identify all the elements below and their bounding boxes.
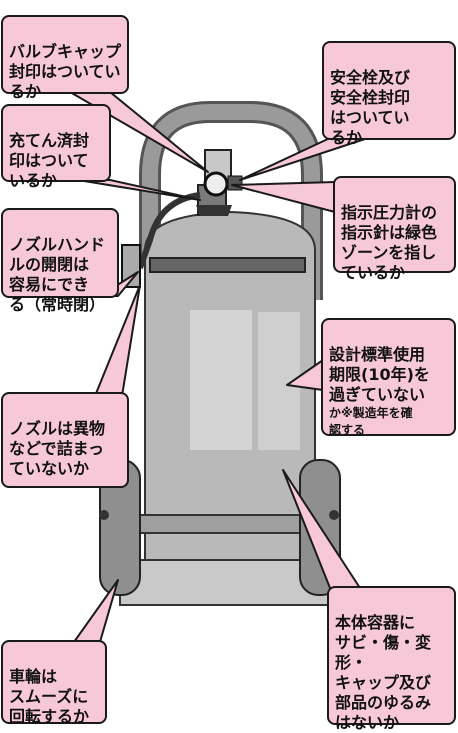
- right-axle-icon: [329, 510, 339, 520]
- filled-seal-text: 充てん済封 印はついて いるか: [9, 131, 90, 190]
- hose: [137, 192, 201, 270]
- wheels-text: 車輪は スムーズに 回転するか: [9, 667, 90, 726]
- callout-pressure-gauge: 指示圧力計の 指示針は緑色 ゾーンを指し ているか: [333, 176, 456, 282]
- callout-valve-cap: バルブキャップ封印はついているか: [1, 15, 129, 101]
- callout-wheels: 車輪は スムーズに 回転するか: [1, 640, 107, 726]
- design-standard-text: 設計標準使用 期限(10年)を 過ぎていない: [329, 345, 430, 404]
- callout-nozzle-clog: ノズルは異物 などで詰まっ ていないか: [1, 392, 129, 488]
- pointer-wheels: [73, 579, 119, 643]
- callout-filled-seal: 充てん済封 印はついて いるか: [1, 104, 111, 190]
- left-axle-icon: [99, 510, 109, 520]
- safety-pin-text: 安全栓及び 安全栓封印 はついてい るか: [330, 68, 411, 147]
- callout-safety-pin: 安全栓及び 安全栓封印 はついてい るか: [322, 41, 456, 147]
- pressure-gauge-icon: [203, 171, 229, 197]
- nozzle-clog-text: ノズルは異物 などで詰まっ ていないか: [9, 419, 106, 478]
- valve-cap: [196, 205, 232, 216]
- label-panel-left: [190, 310, 252, 450]
- design-standard-note: か※製造年を確 認する: [329, 406, 413, 437]
- valve-cap-text: バルブキャップ封印はついているか: [9, 42, 122, 101]
- body-container-text: 本体容器に サビ・傷・変形・ キャップ及び 部品のゆるみ はないか: [335, 613, 432, 732]
- callout-body-container: 本体容器に サビ・傷・変形・ キャップ及び 部品のゆるみ はないか: [327, 586, 456, 732]
- nozzle-handle-text: ノズルハンド ルの開閉は 容易にでき る（常時閉）: [9, 235, 106, 314]
- pointer-pressure-gauge: [231, 181, 336, 213]
- callout-nozzle-handle: ノズルハンド ルの開閉は 容易にでき る（常時閉）: [1, 208, 119, 314]
- pressure-gauge-text: 指示圧力計の 指示針は緑色 ゾーンを指し ているか: [341, 203, 438, 282]
- hose-bracket: [149, 257, 306, 273]
- callout-design-standard: 設計標準使用 期限(10年)を 過ぎていない か※製造年を確 認する: [321, 318, 456, 437]
- base-rail: [134, 514, 326, 534]
